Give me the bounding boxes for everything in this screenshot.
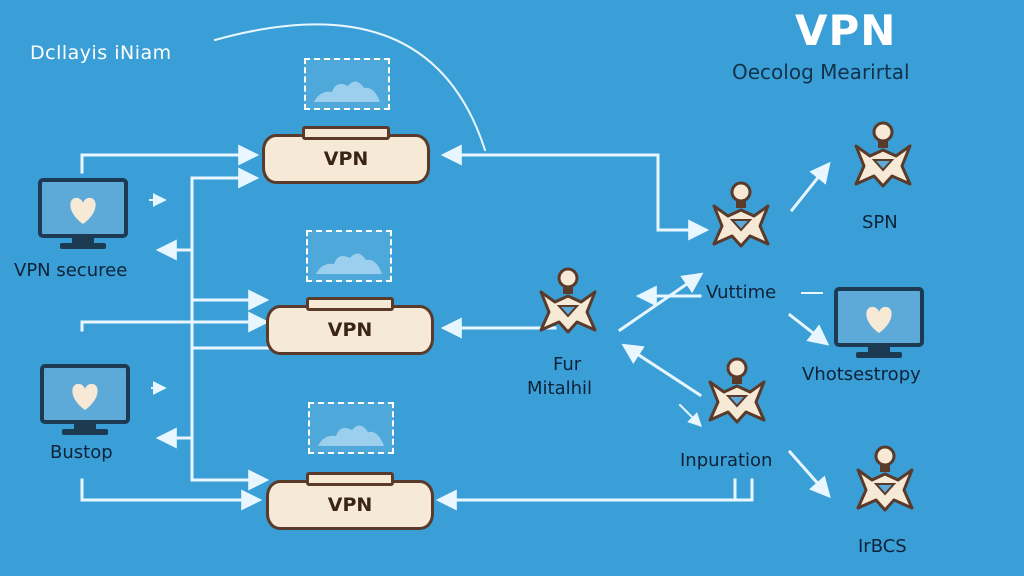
node-label-line1: Fur: [553, 354, 582, 375]
mascot-node-center[interactable]: [535, 266, 601, 338]
monitor-icon: [38, 178, 128, 249]
node-label-line2: Mitalhil: [527, 378, 593, 399]
device-label: VPN securee: [14, 260, 128, 281]
lightbulb-node-icon: [856, 445, 914, 512]
brand-subtitle: Oecolog Mearirtal: [732, 60, 910, 84]
device-label: Vhotsestropy: [802, 364, 921, 385]
monitor-icon: [834, 287, 924, 358]
mascot-node-far-bottom[interactable]: [852, 444, 918, 516]
lightbulb-node-icon: [712, 181, 770, 248]
server-label: VPN: [323, 148, 369, 170]
brand-title: VPN: [795, 6, 897, 55]
device-label: Bustop: [50, 442, 113, 463]
vpn-server-bottom[interactable]: VPN: [266, 472, 434, 530]
cloud-box-top: [304, 58, 390, 110]
monitor-right[interactable]: [834, 287, 926, 361]
lightbulb-node-icon: [854, 121, 912, 188]
node-label: IrBCS: [858, 536, 907, 557]
cloud-icon: [318, 425, 384, 446]
server-label: VPN: [327, 319, 373, 341]
mascot-node-middle[interactable]: [704, 356, 770, 428]
monitor-icon: [40, 364, 130, 435]
cloud-box-bottom: [308, 402, 394, 454]
node-label: SPN: [862, 212, 898, 233]
cloud-box-middle: [306, 230, 392, 282]
cloud-icon: [316, 253, 382, 274]
lightbulb-node-icon: [539, 267, 597, 334]
diagram-caption: Dcllayis iNiam: [30, 42, 172, 64]
mascot-node-top[interactable]: [708, 180, 774, 252]
server-label: VPN: [327, 494, 373, 516]
vpn-server-middle[interactable]: VPN: [266, 297, 434, 355]
cloud-icon: [314, 81, 380, 102]
node-label: Vuttime: [706, 282, 777, 303]
node-label: Inpuration: [680, 450, 773, 471]
mascot-node-far-top[interactable]: [850, 120, 916, 192]
vpn-server-top[interactable]: VPN: [262, 126, 430, 184]
arc-line: [213, 23, 487, 152]
monitor-left-top[interactable]: [38, 178, 130, 252]
monitor-left-bottom[interactable]: [40, 364, 132, 438]
lightbulb-node-icon: [708, 357, 766, 424]
